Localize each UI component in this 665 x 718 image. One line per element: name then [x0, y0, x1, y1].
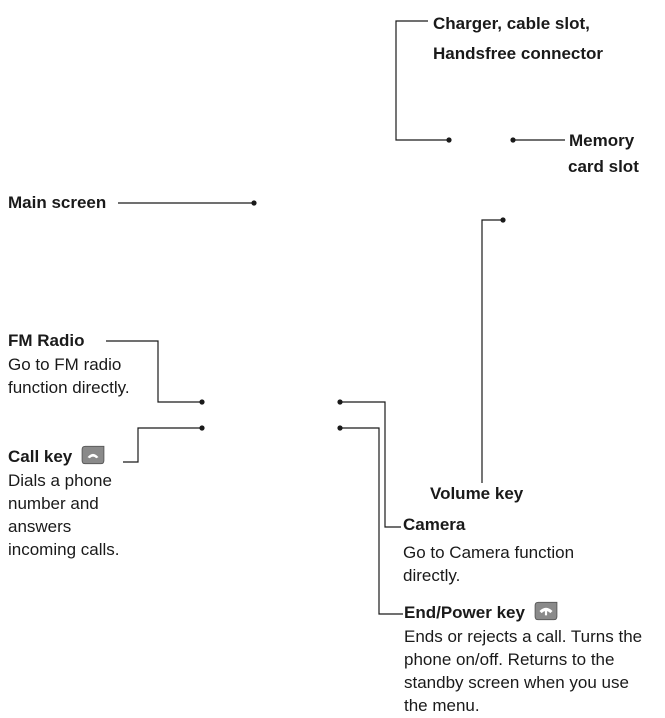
end-power-key-icon	[534, 601, 558, 621]
fm-radio-desc-line1: Go to FM radio	[8, 355, 122, 374]
volume-dot	[500, 217, 506, 223]
call-key-desc-line4: incoming calls.	[8, 540, 120, 559]
volume-leader-line	[481, 219, 503, 483]
memory-title-line2: card slot	[568, 157, 639, 176]
end-power-dot	[337, 425, 343, 431]
end-power-desc-line2: phone on/off. Returns to the	[404, 650, 615, 669]
camera-leader-line	[340, 401, 401, 528]
camera-dot	[337, 399, 343, 405]
camera-desc-line1: Go to Camera function	[403, 543, 575, 562]
charger-title-line2: Handsfree connector	[433, 44, 604, 63]
memory-title-line1: Memory	[569, 131, 635, 150]
volume-key-title: Volume key	[430, 484, 524, 503]
end-power-title: End/Power key	[404, 603, 525, 622]
fm-radio-dot	[199, 399, 205, 405]
end-power-desc-line1: Ends or rejects a call. Turns the	[404, 627, 643, 646]
end-power-desc-line4: the menu.	[404, 696, 480, 715]
call-key-icon	[81, 445, 105, 465]
main-screen-dot	[251, 200, 257, 206]
fm-radio-desc-line2: function directly.	[8, 378, 130, 397]
memory-dot	[510, 137, 516, 143]
call-key-label: Call key Dials a phone number and answer…	[8, 445, 120, 561]
charger-leader-line	[395, 20, 448, 141]
charger-dot	[446, 137, 452, 143]
call-key-title: Call key	[8, 447, 73, 466]
fm-radio-title: FM Radio	[8, 331, 85, 350]
memory-label: Memory card slot	[568, 128, 639, 180]
fm-radio-leader-line	[106, 340, 202, 403]
charger-label: Charger, cable slot, Handsfree connector	[433, 9, 603, 69]
main-screen-title: Main screen	[8, 193, 107, 212]
camera-label: Camera Go to Camera function directly.	[403, 513, 574, 587]
call-key-desc-line1: Dials a phone	[8, 471, 112, 490]
volume-key-label: Volume key	[430, 482, 523, 506]
end-power-desc-line3: standby screen when you use	[404, 673, 629, 692]
end-power-label: End/Power key Ends or rejects a call. Tu…	[404, 601, 642, 717]
main-screen-label: Main screen	[8, 191, 106, 215]
call-key-leader-line	[123, 427, 202, 463]
charger-title-line1: Charger, cable slot,	[433, 14, 590, 33]
end-power-leader-line	[340, 427, 403, 615]
fm-radio-label: FM Radio Go to FM radio function directl…	[8, 329, 130, 399]
call-key-desc-line3: answers	[8, 517, 72, 536]
call-key-dot	[199, 425, 205, 431]
call-key-desc-line2: number and	[8, 494, 99, 513]
camera-title: Camera	[403, 515, 466, 534]
camera-desc-line2: directly.	[403, 566, 461, 585]
